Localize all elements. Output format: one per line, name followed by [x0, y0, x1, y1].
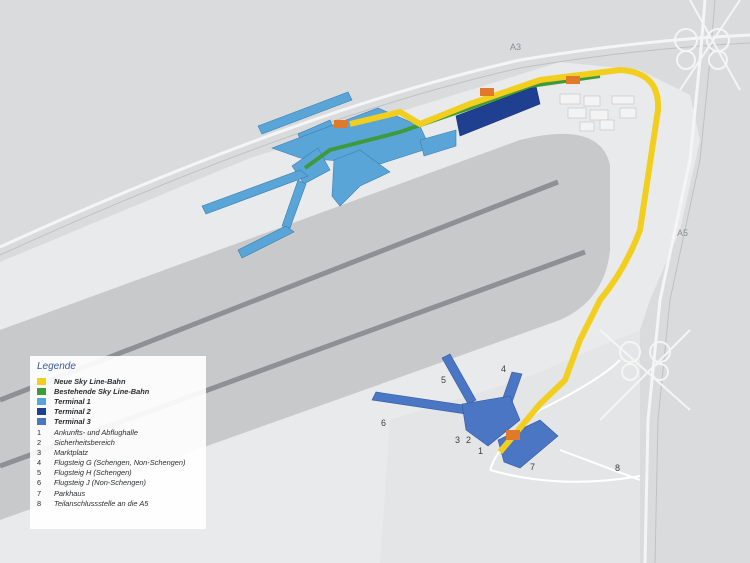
legend-key-label: Parkhaus [54, 488, 86, 498]
legend-key-number: 3 [37, 447, 42, 457]
legend-key-row: 8 Teilanschlussstelle an die A5 [37, 498, 199, 508]
legend-key-number: 7 [37, 488, 42, 498]
legend-key-number: 2 [37, 437, 42, 447]
legend-key-number: 4 [37, 458, 42, 468]
interchange-north [674, 0, 741, 91]
legend-key-number: 5 [37, 468, 42, 478]
terminal-2 [455, 85, 541, 137]
legend-title: Legende [37, 361, 76, 372]
callout-8: 8 [615, 463, 620, 473]
legend-key-row: 7 Parkhaus [37, 488, 199, 498]
callout-4: 4 [501, 364, 506, 374]
legend-key-row: 3 Marktplatz [37, 447, 199, 457]
legend-swatch-row: Terminal 3 [37, 417, 199, 427]
callout-3: 3 [455, 435, 460, 445]
road-label-a5: A5 [677, 228, 688, 238]
skyline-stations [334, 76, 580, 440]
legend-swatch-label: Terminal 2 [54, 407, 91, 417]
callout-1: 1 [478, 446, 483, 456]
interchange-south [599, 329, 691, 421]
legend-color-swatch [37, 418, 46, 426]
legend-color-swatch [37, 397, 46, 405]
legend-key-number: 6 [37, 478, 42, 488]
legend-color-swatch [37, 387, 46, 395]
legend-swatch-row: Terminal 1 [37, 396, 199, 406]
callout-6: 6 [381, 418, 386, 428]
legend-key-number: 1 [37, 427, 42, 437]
legend-color-swatch [37, 408, 46, 416]
legend-key-label: Teilanschlussstelle an die A5 [54, 498, 149, 508]
legend-swatch-row: Neue Sky Line-Bahn [37, 376, 199, 386]
legend-swatch-label: Terminal 3 [54, 417, 91, 427]
legend-key-label: Flugsteig G (Schengen, Non-Schengen) [54, 458, 186, 468]
legend-key-label: Sicherheitsbereich [54, 437, 115, 447]
legend-key-number: 8 [37, 498, 42, 508]
new-skyline-track [349, 66, 662, 454]
legend-key-row: 2 Sicherheitsbereich [37, 437, 199, 447]
a3-road-edge [0, 42, 750, 256]
a3-road [0, 33, 750, 249]
legend-swatch-label: Neue Sky Line-Bahn [54, 376, 126, 386]
legend-swatch-label: Bestehende Sky Line-Bahn [54, 386, 150, 396]
legend-color-swatch [37, 377, 46, 385]
callout-7: 7 [530, 462, 535, 472]
legend-key-row: 4 Flugsteig G (Schengen, Non-Schengen) [37, 458, 199, 468]
terminal-3 [371, 353, 559, 469]
legend-swatch-row: Terminal 2 [37, 407, 199, 417]
a5-road [643, 0, 707, 563]
terminal-1 [201, 91, 457, 259]
legend-key-row: 6 Flugsteig J (Non-Schengen) [37, 478, 199, 488]
legend-keys: 1 Ankunfts- und Abflughalle 2 Sicherheitsbe… [37, 427, 199, 509]
legend-key-row: 1 Ankunfts- und Abflughalle [37, 427, 199, 437]
legend-swatch-label: Terminal 1 [54, 396, 91, 406]
legend-key-row: 5 Flugsteig H (Schengen) [37, 468, 199, 478]
callout-2: 2 [466, 435, 471, 445]
legend-key-label: Ankunfts- und Abflughalle [54, 427, 138, 437]
legend-key-label: Flugsteig J (Non-Schengen) [54, 478, 147, 488]
callout-5: 5 [441, 375, 446, 385]
legend-key-label: Flugsteig H (Schengen) [54, 468, 132, 478]
road-label-a3: A3 [510, 42, 521, 52]
legend-key-label: Marktplatz [54, 447, 89, 457]
legend-swatch-row: Bestehende Sky Line-Bahn [37, 386, 199, 396]
parking-buildings-north [559, 93, 637, 132]
a5-road-edge [654, 0, 716, 563]
